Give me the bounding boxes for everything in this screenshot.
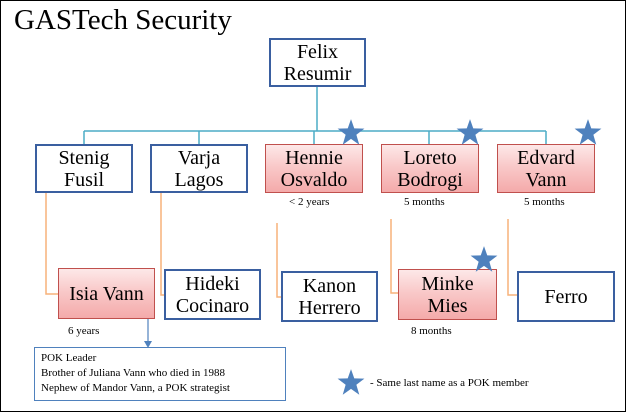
tenure-hennie: < 2 years <box>289 196 330 208</box>
report-link-3 <box>276 223 281 298</box>
node-ferro: Ferro <box>517 271 615 322</box>
report-link-5 <box>507 219 517 296</box>
report-link-4 <box>390 219 398 294</box>
tenure-edvard: 5 months <box>524 196 565 208</box>
legend-star-icon <box>337 369 365 395</box>
star-icon <box>574 119 602 145</box>
isia-vann-note: POK Leader Brother of Juliana Vann who d… <box>34 347 286 401</box>
star-icon <box>470 246 498 272</box>
tenure-loreto: 5 months <box>404 196 445 208</box>
chart-title: GASTech Security <box>14 4 232 36</box>
report-link-1 <box>45 193 58 295</box>
note-arrow-head <box>144 341 152 348</box>
note-line: Nephew of Mandor Vann, a POK strategist <box>41 382 230 394</box>
legend-text: - Same last name as a POK member <box>370 377 529 389</box>
report-link-2 <box>160 193 164 296</box>
node-isia-vann: Isia Vann <box>58 268 155 319</box>
star-icon <box>337 119 365 145</box>
note-line: POK Leader <box>41 352 97 364</box>
star-icon <box>456 119 484 145</box>
tenure-isia: 6 years <box>68 325 100 337</box>
tenure-minke: 8 months <box>411 325 452 337</box>
note-line: Brother of Juliana Vann who died in 1988 <box>41 367 226 379</box>
